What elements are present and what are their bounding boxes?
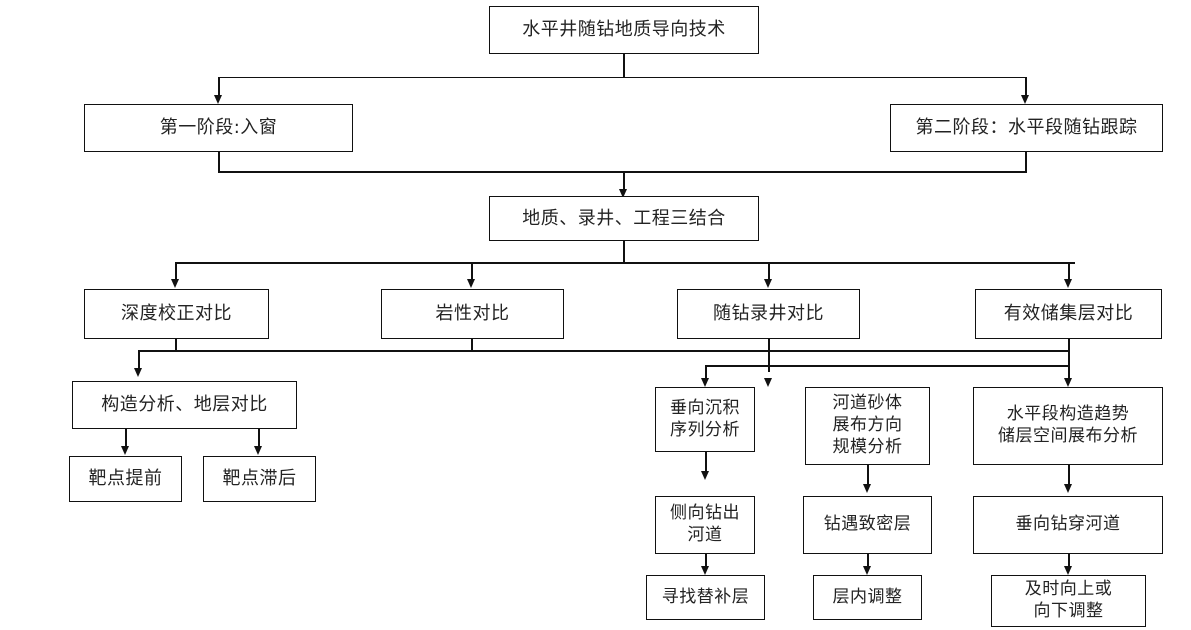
- connector-horizontal-trend-drop: [1068, 365, 1070, 380]
- node-tight-layer: 钻遇致密层: [803, 496, 932, 554]
- arrowhead-to-target-early: [121, 446, 130, 455]
- connector-vertical-sequence-drop: [705, 365, 707, 380]
- connector-stage1-merge: [218, 152, 220, 173]
- connector-branch3-merge: [768, 339, 770, 351]
- node-stage2-label: 第二阶段：水平段随钻跟踪: [915, 117, 1138, 139]
- arrowhead-to-structure-analysis: [134, 368, 143, 377]
- connector-branch3-drop: [768, 262, 770, 283]
- connector-root-down: [623, 54, 625, 78]
- connector-branch2-drop: [471, 262, 473, 283]
- node-root: 水平井随钻地质导向技术: [489, 6, 759, 54]
- connector-branch1-drop: [175, 262, 177, 283]
- connector-sub-analysis-bus: [705, 365, 1070, 367]
- node-branch4-label: 有效储集层对比: [1003, 303, 1134, 325]
- connector-target-early-drop: [125, 429, 127, 449]
- connector-stage2-merge: [1025, 152, 1027, 173]
- node-integration-label: 地质、录井、工程三结合: [522, 207, 726, 229]
- node-stage1: 第一阶段:入窗: [84, 104, 353, 152]
- arrowhead-to-branch4: [1064, 279, 1073, 288]
- node-branch1: 深度校正对比: [84, 289, 269, 339]
- connector-stage-bus: [218, 76, 1026, 79]
- node-tight-layer-label: 钻遇致密层: [823, 514, 912, 535]
- arrowhead-to-tight-layer: [863, 484, 872, 493]
- node-integration: 地质、录井、工程三结合: [489, 196, 759, 241]
- connector-merge-bus: [218, 171, 1026, 173]
- node-branch3: 随钻录井对比: [677, 289, 860, 339]
- node-branch4: 有效储集层对比: [975, 289, 1162, 339]
- node-stage2: 第二阶段：水平段随钻跟踪: [890, 104, 1163, 152]
- connector-branch4-drop: [1068, 262, 1070, 283]
- arrowhead-to-inner-adjust: [863, 566, 872, 575]
- connector-lateral-exit-drop: [705, 452, 707, 474]
- node-branch2-label: 岩性对比: [435, 303, 510, 325]
- arrowhead-to-lateral-exit: [701, 471, 710, 480]
- connector-integration-down: [623, 241, 625, 263]
- connector-subbus-right-drop: [1068, 350, 1070, 366]
- connector-structure-drop: [138, 350, 140, 371]
- node-structure-analysis: 构造分析、地层对比: [72, 381, 297, 429]
- node-branch3-label: 随钻录井对比: [713, 303, 824, 325]
- connector-stage1-drop: [218, 76, 220, 98]
- connector-target-late-drop: [258, 429, 260, 449]
- connector-branch1-merge: [175, 339, 177, 351]
- connector-branch4-merge: [1068, 339, 1070, 351]
- connector-subbus-left-drop: [768, 350, 770, 372]
- arrowhead-to-stage1: [214, 95, 223, 104]
- node-vertical-cross-label: 垂向钻穿河道: [1015, 514, 1121, 535]
- connector-adjust-updown-drop: [1068, 554, 1070, 569]
- arrowhead-to-stage2: [1021, 95, 1030, 104]
- node-target-early-label: 靶点提前: [88, 468, 163, 490]
- node-vertical-sequence-label: 垂向沉积 序列分析: [670, 397, 740, 440]
- node-branch2: 岩性对比: [381, 289, 564, 339]
- connector-merge-down: [623, 171, 625, 193]
- node-vertical-sequence: 垂向沉积 序列分析: [655, 387, 755, 452]
- node-lateral-exit-label: 侧向钻出 河道: [670, 503, 740, 545]
- arrowhead-to-branch1: [171, 279, 180, 288]
- node-find-substitute: 寻找替补层: [646, 575, 765, 620]
- arrowhead-to-vertical-sequence: [701, 378, 710, 387]
- arrowhead-to-integration: [619, 189, 628, 198]
- connector-inner-adjust-drop: [867, 554, 869, 569]
- node-target-early: 靶点提前: [69, 456, 182, 502]
- node-structure-analysis-label: 构造分析、地层对比: [101, 394, 268, 416]
- node-horizontal-trend-label: 水平段构造趋势 储层空间展布分析: [998, 404, 1138, 446]
- node-find-substitute-label: 寻找替补层: [661, 586, 750, 607]
- node-inner-adjust: 层内调整: [813, 575, 922, 620]
- node-target-late: 靶点滞后: [203, 456, 316, 502]
- node-channel-sand: 河道砂体 展布方向 规模分析: [805, 387, 930, 465]
- node-vertical-cross: 垂向钻穿河道: [973, 496, 1163, 554]
- connector-stage2-drop: [1025, 76, 1027, 98]
- arrowhead-to-find-substitute: [701, 566, 710, 575]
- arrowhead-to-adjust-updown: [1064, 566, 1073, 575]
- node-root-label: 水平井随钻地质导向技术: [522, 19, 726, 41]
- node-adjust-updown: 及时向上或 向下调整: [991, 575, 1146, 627]
- arrowhead-to-target-late: [254, 446, 263, 455]
- connector-branch2-merge: [471, 339, 473, 351]
- node-stage1-label: 第一阶段:入窗: [159, 117, 278, 139]
- connector-analysis-bus: [138, 350, 1070, 352]
- node-target-late-label: 靶点滞后: [222, 468, 297, 490]
- node-branch1-label: 深度校正对比: [121, 303, 232, 325]
- arrowhead-to-vertical-cross: [1064, 484, 1073, 493]
- node-inner-adjust-label: 层内调整: [832, 586, 903, 607]
- node-channel-sand-label: 河道砂体 展布方向 规模分析: [832, 393, 903, 457]
- node-lateral-exit: 侧向钻出 河道: [655, 496, 755, 554]
- connector-tight-layer-drop: [867, 465, 869, 487]
- arrowhead-to-channel-sand: [764, 378, 773, 387]
- connector-find-substitute-drop: [705, 554, 707, 569]
- arrowhead-to-horizontal-trend: [1064, 378, 1073, 387]
- connector-branch-bus: [175, 262, 1075, 264]
- connector-vertical-cross-drop: [1068, 465, 1070, 487]
- node-horizontal-trend: 水平段构造趋势 储层空间展布分析: [973, 387, 1163, 465]
- arrowhead-to-branch2: [467, 279, 476, 288]
- arrowhead-to-branch3: [764, 279, 773, 288]
- node-adjust-updown-label: 及时向上或 向下调整: [1024, 579, 1113, 621]
